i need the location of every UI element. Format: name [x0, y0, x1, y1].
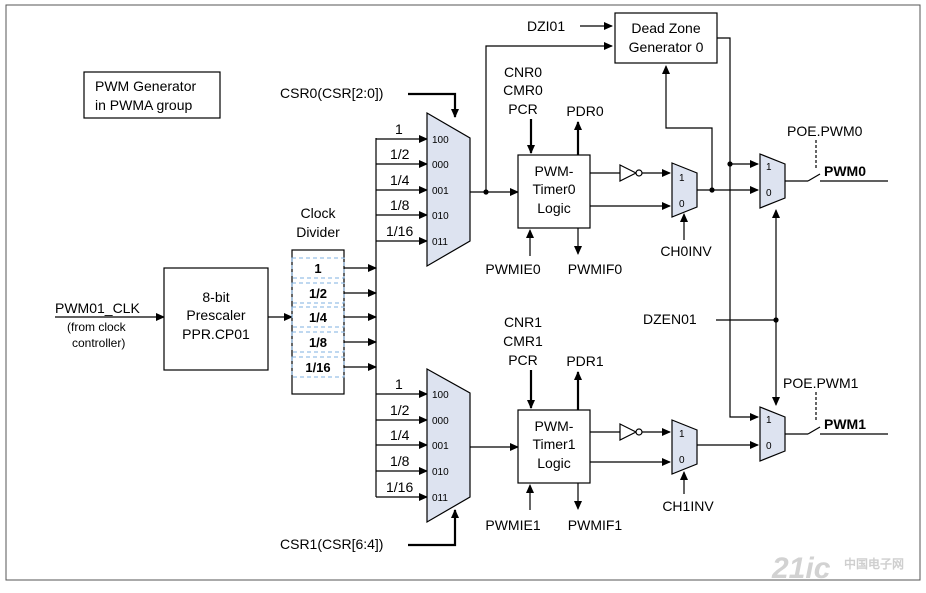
mux1-input-label: 1/8: [390, 453, 410, 469]
divider-ratio: 1/2: [309, 286, 327, 301]
clk-note2: controller): [72, 336, 125, 350]
timer1-line3: Logic: [537, 455, 570, 471]
prescaler-box: [163, 267, 269, 371]
mux0-code: 000: [432, 160, 449, 171]
timer1-ie: PWMIE1: [485, 517, 540, 533]
timer0-if: PWMIF0: [568, 261, 623, 277]
timer1-line2: Timer1: [532, 436, 575, 452]
invert-mux0-zero: 0: [679, 199, 685, 210]
title-box: [83, 71, 221, 119]
inverter1: [619, 423, 638, 441]
mux1-input-label: 1/4: [390, 427, 410, 443]
output-mux1-zero: 0: [766, 441, 772, 452]
mux1-code: 000: [432, 416, 449, 427]
pwm-timer0-logic: [517, 154, 591, 229]
divider-cells: 1 1/2 1/4 1/8 1/16: [291, 257, 345, 378]
pwm0-output: PWM0: [824, 163, 866, 179]
timer1-if: PWMIF1: [568, 517, 623, 533]
divider-title2: Divider: [296, 224, 340, 240]
clk-note1: (from clock: [67, 320, 127, 334]
mux0-code: 011: [432, 237, 448, 248]
timer1-reg2: CMR1: [503, 333, 543, 349]
ch1inv-label: CH1INV: [662, 498, 714, 514]
dzen-label: DZEN01: [643, 311, 697, 327]
divider-box: [291, 249, 345, 395]
watermark-sub: 中国电子网: [844, 556, 904, 571]
timer0-line1: PWM-: [535, 163, 574, 179]
timer1-line1: PWM-: [535, 418, 574, 434]
output-mux0-zero: 0: [766, 188, 772, 199]
prescaler-line1: 8-bit: [202, 289, 229, 305]
prescaler-line2: Prescaler: [186, 307, 245, 323]
mux0-input-label: 1: [395, 121, 403, 137]
timer0-line3: Logic: [537, 200, 570, 216]
invert-mux1-one: 1: [679, 429, 685, 440]
dzi-label: DZI01: [527, 18, 565, 34]
mux1-input-lines: [376, 390, 428, 501]
mux0-code: 001: [432, 186, 449, 197]
timer0-pdr: PDR0: [566, 103, 604, 119]
mux0-input-lines: [376, 135, 428, 245]
timer0-reg3: PCR: [508, 101, 538, 117]
mux0-code: 010: [432, 211, 449, 222]
mux1-code: 010: [432, 467, 449, 478]
watermark-logo: 21ic: [771, 552, 831, 585]
invert-mux1: [671, 419, 698, 475]
outer-frame: [5, 4, 921, 581]
mux0-input-label: 1/8: [390, 197, 410, 213]
invert-mux0-one: 1: [679, 173, 685, 184]
divider-ratio: 1/4: [309, 310, 328, 325]
mux1-code: 100: [432, 390, 449, 401]
mux1-input-label: 1: [395, 376, 403, 392]
csr1-label: CSR1(CSR[6:4]): [280, 536, 383, 552]
mux0-code: 100: [432, 135, 449, 146]
divider-ratio: 1: [314, 261, 321, 276]
output-mux1: [759, 406, 786, 462]
pwm1-output: PWM1: [824, 416, 866, 432]
timer0-reg2: CMR0: [503, 82, 543, 98]
title-line1: PWM Generator: [95, 78, 196, 94]
title-line2: in PWMA group: [95, 97, 192, 113]
poe1-label: POE.PWM1: [783, 375, 859, 391]
timer0-ie: PWMIE0: [485, 261, 540, 277]
divider-ratio: 1/8: [309, 335, 327, 350]
ch0inv-label: CH0INV: [660, 243, 712, 259]
output-mux0: [759, 153, 786, 209]
timer1-reg1: CNR1: [504, 314, 542, 330]
clk-label: PWM01_CLK: [55, 300, 140, 316]
timer1-pdr: PDR1: [566, 353, 604, 369]
mux0-input-label: 1/4: [390, 172, 410, 188]
mux0-input-label: 1/2: [390, 146, 410, 162]
mux1-code: 001: [432, 441, 449, 452]
timer1-reg3: PCR: [508, 352, 538, 368]
deadzone-line2: Generator 0: [629, 39, 704, 55]
pwm-timer1-logic: [517, 409, 591, 484]
inverter0: [619, 164, 638, 182]
mux1-input-label: 1/16: [386, 479, 413, 495]
output-mux1-one: 1: [766, 415, 772, 426]
mux1-code: 011: [432, 493, 448, 504]
invert-mux0: [671, 162, 698, 218]
deadzone-line1: Dead Zone: [631, 20, 700, 36]
mux0-input-label: 1/16: [386, 223, 413, 239]
clock-select-mux0: [426, 111, 471, 268]
invert-mux1-zero: 0: [679, 455, 685, 466]
clock-select-mux1: [426, 367, 471, 524]
prescaler-line3: PPR.CP01: [182, 326, 250, 342]
mux1-input-label: 1/2: [390, 402, 410, 418]
output-mux0-one: 1: [766, 162, 772, 173]
timer0-line2: Timer0: [532, 181, 575, 197]
timer0-reg1: CNR0: [504, 64, 542, 80]
poe0-label: POE.PWM0: [787, 123, 863, 139]
divider-title1: Clock: [300, 205, 336, 221]
divider-ratio: 1/16: [305, 360, 330, 375]
csr0-label: CSR0(CSR[2:0]): [280, 85, 383, 101]
